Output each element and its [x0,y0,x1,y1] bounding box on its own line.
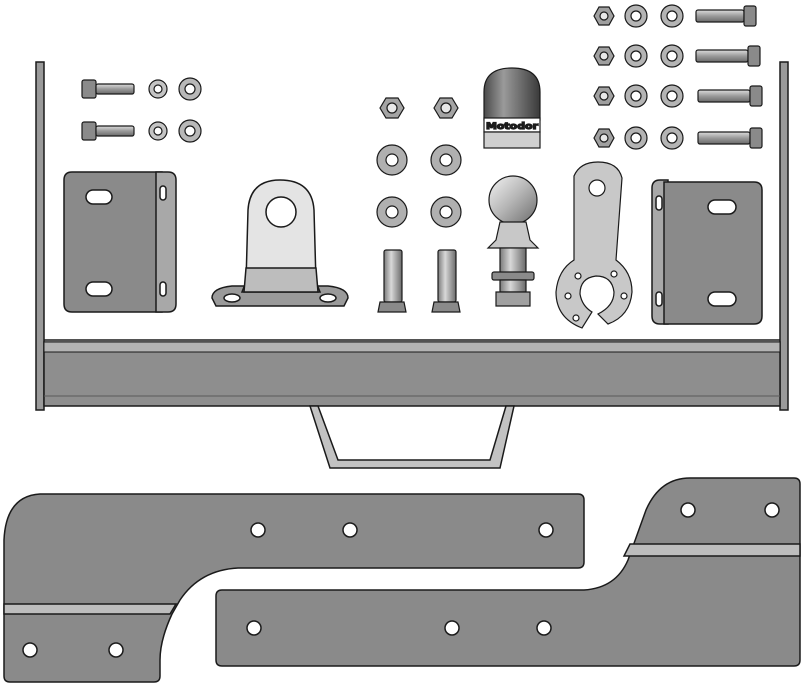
tow-ball-cover: Motodor [483,67,541,149]
hex-bolt-icon [697,85,763,107]
hex-bolt-icon [81,79,135,99]
socket-plate [555,161,633,329]
right-hardware-grid [593,4,763,150]
ball-cover-label: Motodor [486,122,539,132]
left-side-arm [3,493,585,683]
right-side-arm [215,477,801,667]
left-bolt-set [81,77,202,143]
hex-bolt-icon [81,121,135,141]
hex-bolt-icon [695,5,757,27]
right-mounting-plate [651,179,763,325]
hex-bolt-icon [697,127,763,149]
lower-u-bracket [308,405,515,469]
pin-bolt-icon [377,249,407,313]
middle-hardware [376,97,462,313]
tow-hook-bracket [211,179,349,307]
main-crossbar [35,61,789,411]
tow-ball [486,175,540,307]
left-mounting-plate [63,171,177,313]
pin-bolt-icon [431,249,461,313]
hex-bolt-icon [695,45,761,67]
